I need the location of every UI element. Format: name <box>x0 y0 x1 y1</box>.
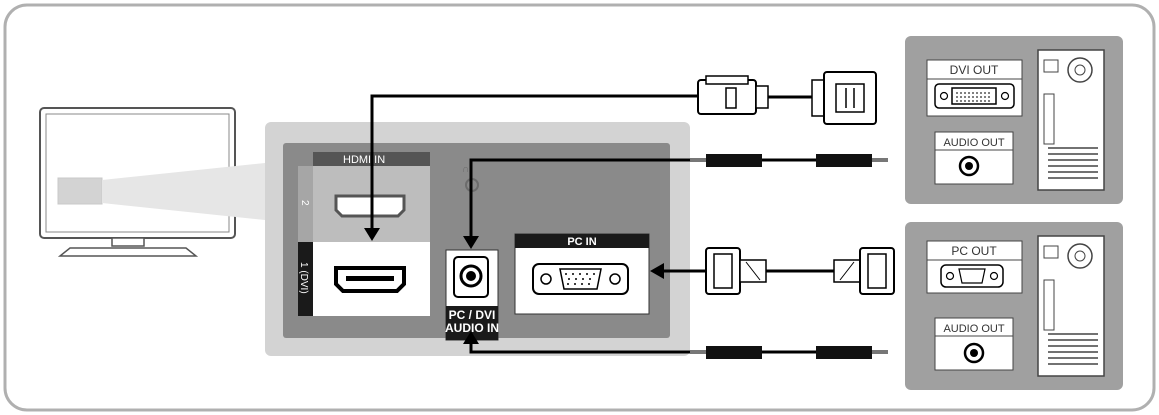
desktop-tower-icon-1 <box>1037 49 1105 191</box>
pc-in-port: PC IN <box>514 233 650 315</box>
hdmi-port2-label: 2 <box>299 200 310 206</box>
dvi-audio-out-label: AUDIO OUT <box>943 137 1004 149</box>
audio-in-label-line1: PC / DVI <box>449 308 496 322</box>
hdmi-in-label: HDMI IN <box>343 154 385 166</box>
pc-audio-out-label: AUDIO OUT <box>943 323 1004 335</box>
audio-in-port: PC / DVI AUDIO IN <box>445 249 499 341</box>
audio-plug-top-left-icon <box>690 154 762 167</box>
computer-panel-pc: PC OUT AUDIO OUT <box>905 222 1123 390</box>
hdmi-2-port-icon <box>334 194 406 218</box>
vga-connector-left-icon <box>705 247 767 295</box>
hdmi-port1-label: 1 (DVI) <box>298 262 309 294</box>
vga-arrow <box>650 263 664 279</box>
dvi-out-label: DVI OUT <box>950 63 999 77</box>
hdmi-port-block: HDMI IN 2 1 (DVI) <box>298 152 430 316</box>
pc-in-label: PC IN <box>567 236 596 248</box>
hdmi-arrow <box>364 228 380 241</box>
audio-plug-bottom-right-icon <box>816 346 888 359</box>
audio-plug-bottom-left-icon <box>690 346 762 359</box>
computer-panel-dvi: DVI OUT AUDIO OUT <box>905 36 1123 204</box>
pc-out-label: PC OUT <box>951 244 997 258</box>
hdmi-connector-icon <box>697 75 769 115</box>
vga-connector-right-icon <box>833 247 895 295</box>
hdmi-dvi-cable <box>370 94 700 230</box>
desktop-tower-icon-2 <box>1037 235 1105 377</box>
dvi-connector-icon <box>811 71 877 125</box>
zoom-wedge <box>102 163 265 220</box>
audio-cable-top <box>469 158 710 240</box>
audio-arrow-top <box>463 236 479 249</box>
audio-in-label-line2: AUDIO IN <box>445 321 499 335</box>
audio-arrow-bottom <box>463 331 479 344</box>
svg-text:∩: ∩ <box>462 164 469 175</box>
audio-plug-top-right-icon <box>816 154 888 167</box>
